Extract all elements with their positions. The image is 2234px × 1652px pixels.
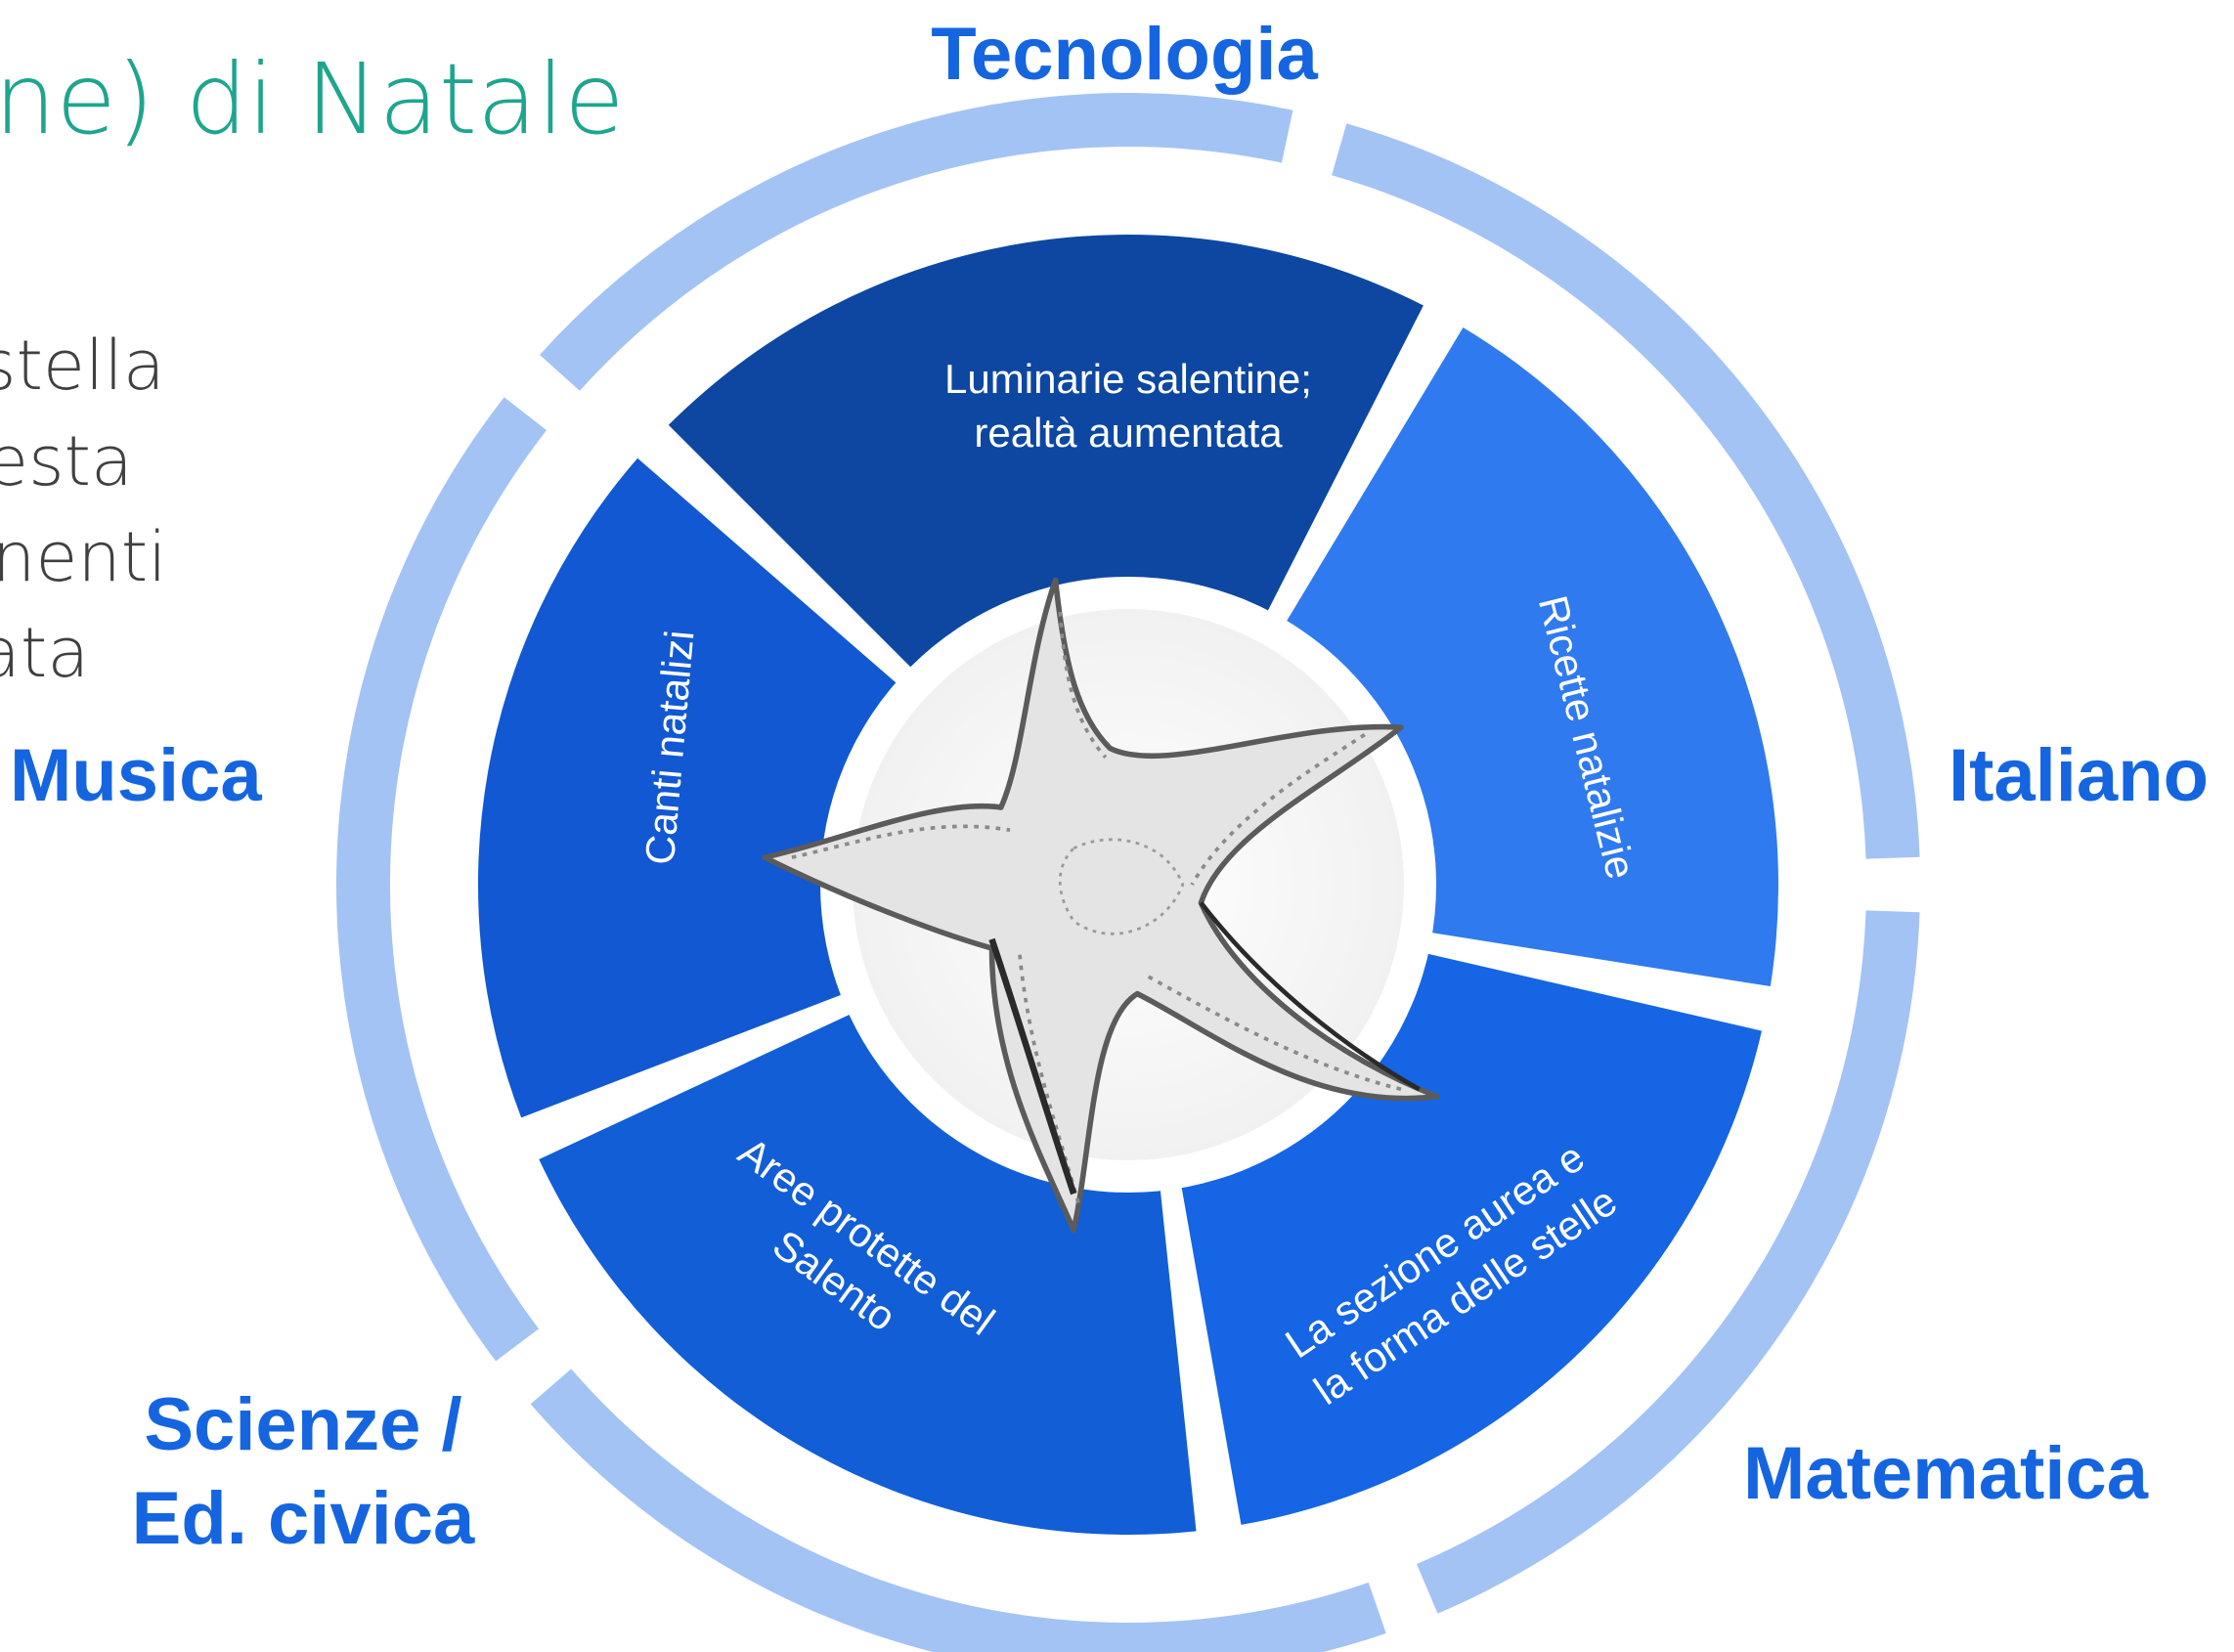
subject-label-scienze: Scienze / Ed. civica [68,1378,538,1566]
outer-ring-arc-3 [1417,910,1920,1614]
subject-label-scienze-line1: Scienze / [144,1383,462,1466]
starfish-illustration-icon [762,577,1440,1234]
outer-ring-arc-5 [335,397,548,1362]
segment-text-tecnologia-2: realtà aumentata [974,410,1283,456]
inner-segments [477,235,1778,1535]
subject-label-musica: Musica [10,734,262,817]
bullet-item: ata [0,613,90,693]
segment-musica [477,457,907,1118]
bullet-list: stella esta nenti ata [0,318,185,701]
bullet-item: nenti [0,517,167,597]
subject-label-italiano: Italiano [1949,734,2210,817]
outer-ring [335,93,1920,1652]
segment-tecnologia [668,235,1424,677]
subject-label-scienze-line2: Ed. civica [131,1477,475,1560]
segment-scienze [539,1008,1197,1535]
bullet-item: stella [0,326,165,406]
subject-label-tecnologia: Tecnologia [931,13,1318,96]
segment-italiano [1279,326,1778,987]
outer-ring-arc-2 [1332,123,1920,859]
segment-text-tecnologia-1: Luminarie salentine; [944,356,1312,402]
subject-label-matematica: Matematica [1743,1432,2148,1515]
segment-matematica [1179,950,1762,1525]
outer-ring-arc-4 [530,1369,1386,1652]
bullet-item: esta [0,421,133,501]
page-title: ne) di Natale [0,42,625,156]
outer-ring-arc-1 [540,93,1293,391]
